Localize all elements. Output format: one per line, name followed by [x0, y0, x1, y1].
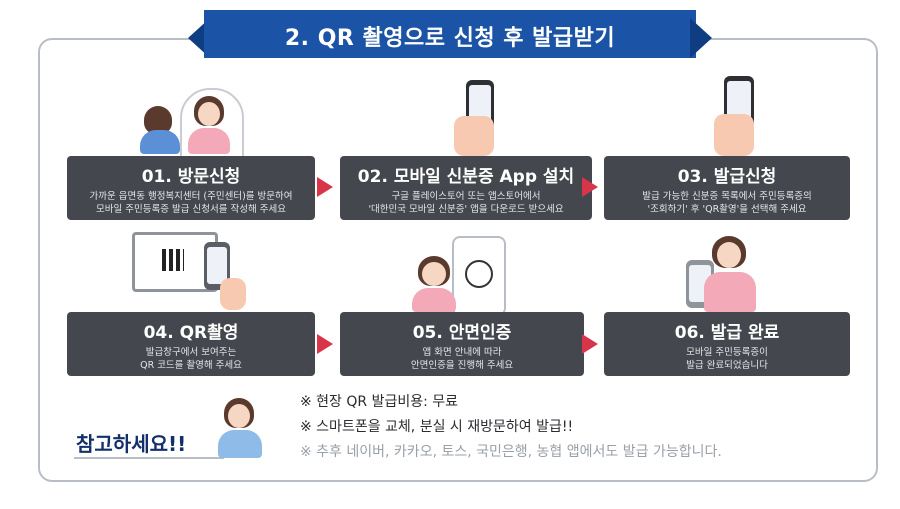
phone-frame	[452, 236, 506, 316]
visitor-body	[140, 130, 180, 154]
notice-list: ※ 현장 QR 발급비용: 무료 ※ 스마트폰을 교체, 분실 시 재방문하여 …	[300, 390, 722, 465]
face-scan-icon	[465, 260, 493, 288]
step-title: QR촬영	[179, 323, 239, 343]
step-desc-line2: QR 코드를 촬영해 주세요	[140, 360, 242, 371]
hand	[714, 114, 754, 156]
step-title: 모바일 신분증 App 설치	[393, 167, 575, 187]
step-desc-line1: 모바일 주민등록증이	[686, 347, 768, 358]
header-banner: 2. QR 촬영으로 신청 후 발급받기	[188, 10, 712, 58]
step-desc-line1: 발급창구에서 보여주는	[145, 347, 237, 358]
complete-illustration	[682, 234, 762, 314]
step-desc-line2: '대한민국 모바일 신분증' 앱을 다운로드 받으세요	[368, 204, 564, 215]
step-number: 05.	[412, 323, 443, 343]
person-body	[218, 430, 262, 458]
notice-title: 참고하세요!!	[76, 432, 187, 456]
arrow-right-icon	[317, 177, 333, 197]
notice-item-revisit: ※ 스마트폰을 교체, 분실 시 재방문하여 발급!!	[300, 419, 574, 435]
step-desc-line1: 구글 플레이스토어 또는 앱스토어에서	[391, 191, 541, 202]
person-body	[412, 288, 456, 312]
step-number: 02.	[357, 167, 388, 187]
monitor	[132, 232, 218, 292]
step-title: 발급 완료	[710, 323, 780, 343]
hand	[220, 278, 246, 310]
step-title: 방문신청	[177, 167, 241, 187]
step-desc-line2: 안면인증을 진행해 주세요	[410, 360, 514, 371]
step-desc-line2: '조회하기' 후 'QR촬영'을 선택해 주세요	[647, 204, 807, 215]
step-desc-line1: 가까운 읍면동 행정복지센터 (주민센터)를 방문하여	[89, 191, 293, 202]
qr-scan-illustration	[132, 228, 248, 312]
step-number: 01.	[141, 167, 172, 187]
app-install-illustration	[448, 80, 508, 156]
face-auth-illustration	[412, 236, 508, 316]
person-head	[422, 262, 446, 286]
notice-divider	[74, 457, 224, 459]
banner-body	[204, 10, 696, 58]
notice-item-cost: ※ 현장 QR 발급비용: 무료	[300, 394, 459, 410]
step-03: 03. 발급신청 발급 가능한 신분증 목록에서 주민등록증의 '조회하기' 후 …	[604, 156, 850, 220]
qr-code-icon	[162, 249, 184, 271]
issue-request-illustration	[710, 76, 770, 156]
step-title: 안면인증	[448, 323, 512, 343]
step-desc-line1: 앱 화면 안내에 따라	[422, 347, 502, 358]
arrow-right-icon	[582, 334, 598, 354]
notice-item-future: ※ 추후 네이버, 카카오, 토스, 국민은행, 농협 앱에서도 발급 가능합니…	[300, 444, 722, 460]
notice-person-illustration	[216, 398, 264, 458]
step-04: 04. QR촬영 발급창구에서 보여주는 QR 코드를 촬영해 주세요	[67, 312, 315, 376]
arrow-right-icon	[317, 334, 333, 354]
clerk-head	[198, 102, 220, 126]
clerk-body	[188, 128, 230, 154]
step-desc-line2: 발급 완료되었습니다	[686, 360, 768, 371]
step-02: 02. 모바일 신분증 App 설치 구글 플레이스토어 또는 앱스토어에서 '대…	[340, 156, 592, 220]
step-number: 06.	[674, 323, 705, 343]
arrow-right-icon	[582, 177, 598, 197]
step-title: 발급신청	[713, 167, 777, 187]
person-head	[228, 404, 250, 428]
banner-ribbon-right	[690, 18, 712, 58]
person-body	[704, 272, 756, 312]
step-number: 03.	[677, 167, 708, 187]
step-desc-line2: 모바일 주민등록증 발급 신청서를 작성해 주세요	[96, 204, 286, 215]
person-head	[717, 242, 741, 268]
step-number: 04.	[143, 323, 174, 343]
visit-illustration	[140, 88, 250, 158]
step-desc-line1: 발급 가능한 신분증 목록에서 주민등록증의	[642, 191, 812, 202]
visitor-head	[144, 106, 172, 134]
hand	[454, 116, 494, 156]
page-title: 2. QR 촬영으로 신청 후 발급받기	[284, 26, 616, 51]
